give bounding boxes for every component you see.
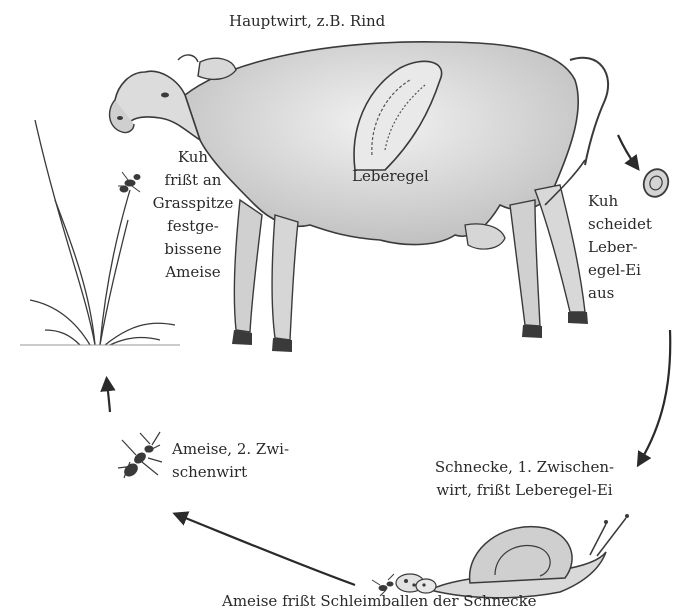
- cow-eats-label: Kuh frißt an Grasspitze festge- bissene …: [138, 146, 248, 284]
- ant-eats-label: Ameise frißt Schleimballen der Schnecke: [222, 590, 537, 613]
- ant-icon: [118, 432, 162, 478]
- cow-excretes-label: Kuh scheidet Leber- egel-Ei aus: [588, 190, 652, 305]
- snail-illustration: [430, 514, 629, 598]
- cow-excretes-line: scheidet: [588, 213, 652, 236]
- arrow-snail-to-ant: [178, 515, 355, 585]
- ant-host-line: Ameise, 2. Zwi-: [172, 438, 289, 461]
- cow-excretes-line: Leber-: [588, 236, 652, 259]
- cow-excretes-line: aus: [588, 282, 652, 305]
- liver-fluke-label: Leberegel: [352, 165, 429, 188]
- cow-eats-line: Ameise: [138, 261, 248, 284]
- ant-icon: [118, 172, 140, 192]
- ant-host-label: Ameise, 2. Zwi- schenwirt: [172, 438, 289, 484]
- ant-host-line: schenwirt: [172, 461, 289, 484]
- snail-host-line: Schnecke, 1. Zwischen-: [412, 456, 637, 479]
- snail-host-line: wirt, frißt Leberegel-Ei: [412, 479, 637, 502]
- cow-eats-line: bissene: [138, 238, 248, 261]
- cow-excretes-line: Kuh: [588, 190, 652, 213]
- arrow-tail-to-egg: [618, 135, 636, 166]
- cow-eats-line: Grasspitze: [138, 192, 248, 215]
- host-label: Hauptwirt, z.B. Rind: [229, 10, 385, 33]
- cow-eats-line: frißt an: [138, 169, 248, 192]
- snail-host-label: Schnecke, 1. Zwischen- wirt, frißt Leber…: [412, 456, 637, 502]
- arrow-ant-to-grass: [107, 382, 110, 412]
- cow-eats-line: Kuh: [138, 146, 248, 169]
- cow-eats-line: festge-: [138, 215, 248, 238]
- arrow-egg-to-snail: [640, 330, 670, 462]
- cow-excretes-line: egel-Ei: [588, 259, 652, 282]
